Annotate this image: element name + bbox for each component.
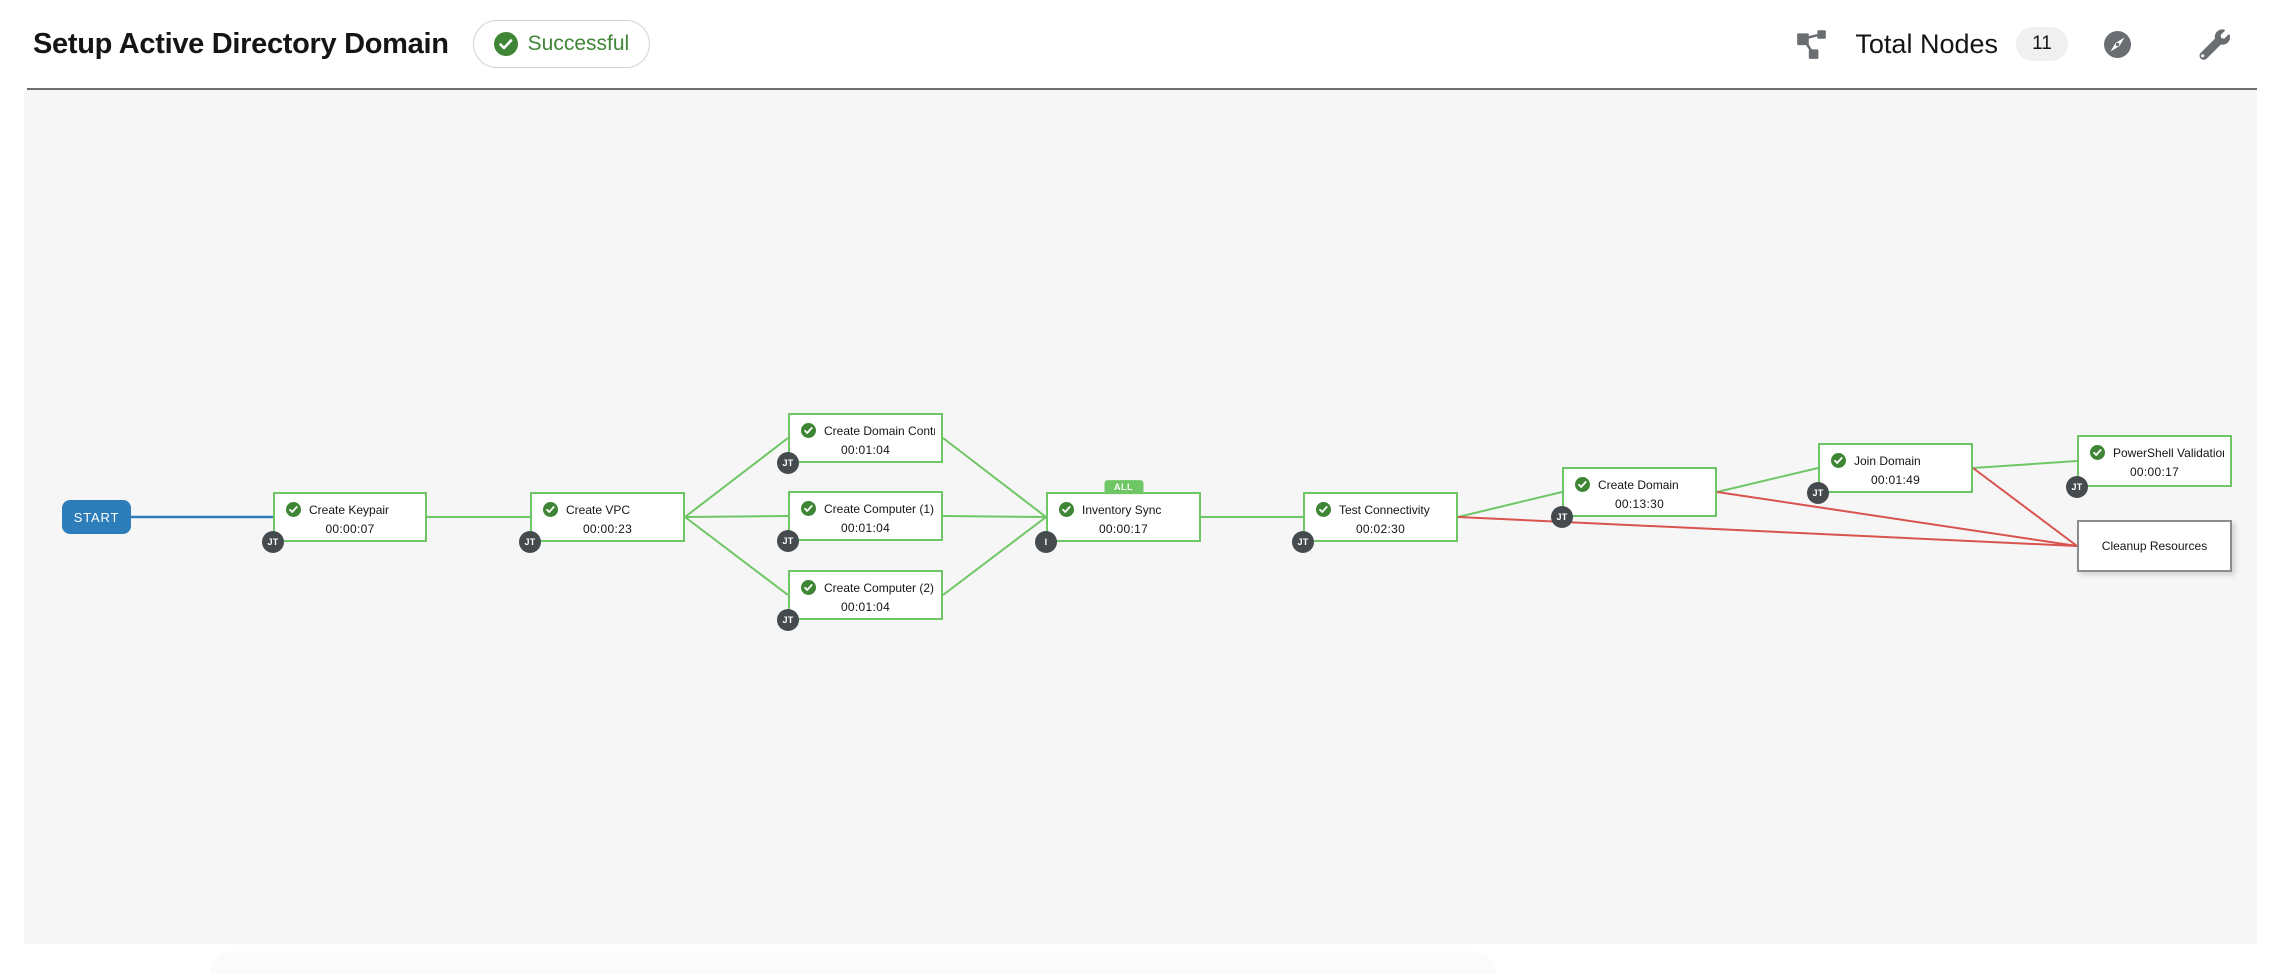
node-create-domain[interactable]: Create Domain 00:13:30 JT <box>1551 467 1717 528</box>
node-success-icon <box>801 501 816 516</box>
node-elapsed-time: 00:01:04 <box>840 443 891 457</box>
node-elapsed-time: 00:13:30 <box>1614 497 1665 511</box>
node-elapsed-time: 00:00:23 <box>582 522 633 536</box>
node-create-domain-controller[interactable]: Create Domain Contr… 00:01:04 JT <box>777 413 943 474</box>
node-elapsed-time: 00:00:17 <box>1098 522 1149 536</box>
page-title: Setup Active Directory Domain <box>33 27 449 60</box>
node-join-domain[interactable]: Join Domain 00:01:49 JT <box>1807 443 1973 504</box>
node-elapsed-time: 00:01:04 <box>840 521 891 535</box>
node-title: Create Keypair <box>309 502 390 517</box>
node-create-keypair[interactable]: Create Keypair 00:00:07 JT <box>262 492 427 553</box>
node-test-connectivity[interactable]: Test Connectivity 00:02:30 JT <box>1292 492 1458 553</box>
total-nodes-label: Total Nodes <box>1855 28 1998 59</box>
node-create-computer-2[interactable]: Create Computer (2) 00:01:04 JT <box>777 570 943 631</box>
status-label: Successful <box>527 32 630 55</box>
node-success-icon <box>1831 453 1846 468</box>
job-template-badge: JT <box>777 530 799 552</box>
header: Setup Active Directory Domain Successful <box>0 0 2290 88</box>
job-template-badge: JT <box>262 531 284 553</box>
node-success-icon <box>801 423 816 438</box>
node-elapsed-time: 00:00:07 <box>325 522 375 536</box>
node-title: Cleanup Resources <box>2101 539 2208 553</box>
start-node[interactable]: START <box>62 500 131 534</box>
node-elapsed-time: 00:01:49 <box>1870 473 1921 487</box>
job-template-badge: JT <box>519 531 541 553</box>
inventory-source-badge: I <box>1035 531 1057 553</box>
total-nodes-count: 11 <box>2016 27 2068 61</box>
job-template-badge: JT <box>777 452 799 474</box>
node-cleanup-resources[interactable]: Cleanup Resources <box>2077 520 2232 572</box>
node-create-computer-1[interactable]: Create Computer (1) 00:01:04 JT <box>777 491 943 552</box>
node-title: Create Computer (1) <box>824 501 935 516</box>
node-success-icon <box>543 502 558 517</box>
node-success-icon <box>1316 502 1331 517</box>
node-powershell-validation[interactable]: PowerShell Validation 00:00:17 JT <box>2066 435 2232 498</box>
wrench-icon[interactable] <box>2197 28 2230 61</box>
node-title: Join Domain <box>1854 453 1921 468</box>
compass-icon[interactable] <box>2104 30 2131 58</box>
node-elapsed-time: 00:00:17 <box>2129 465 2180 479</box>
sitemap-icon <box>1795 27 1829 61</box>
success-check-icon <box>493 32 518 56</box>
below-fold-panel-edge <box>210 953 1495 974</box>
job-template-badge: JT <box>1292 531 1314 553</box>
convergence-all-tag: ALL <box>1104 480 1143 495</box>
node-title: Create VPC <box>566 502 631 517</box>
job-template-badge: JT <box>777 609 799 631</box>
node-elapsed-time: 00:02:30 <box>1355 522 1406 536</box>
node-success-icon <box>1575 477 1590 492</box>
node-title: Test Connectivity <box>1339 502 1430 517</box>
header-toolbar: Total Nodes 11 <box>1795 27 2230 61</box>
header-divider <box>27 88 2257 90</box>
node-success-icon <box>2090 445 2105 460</box>
job-template-badge: JT <box>1551 506 1573 528</box>
node-success-icon <box>1059 502 1074 517</box>
node-elapsed-time: 00:01:04 <box>840 600 891 614</box>
node-inventory-sync[interactable]: ALL Inventory Sync 00:00:17 I <box>1035 480 1201 553</box>
node-title: PowerShell Validation <box>2113 445 2224 460</box>
job-template-badge: JT <box>2066 476 2088 498</box>
node-create-vpc[interactable]: Create VPC 00:00:23 JT <box>519 492 685 553</box>
job-template-badge: JT <box>1807 482 1829 504</box>
node-success-icon <box>286 502 301 517</box>
node-title: Inventory Sync <box>1082 502 1162 517</box>
node-title: Create Domain Contr… <box>824 423 935 438</box>
status-badge: Successful <box>472 20 651 68</box>
node-title: Create Domain <box>1598 477 1679 492</box>
node-success-icon <box>801 580 816 595</box>
node-title: Create Computer (2) <box>824 580 935 595</box>
